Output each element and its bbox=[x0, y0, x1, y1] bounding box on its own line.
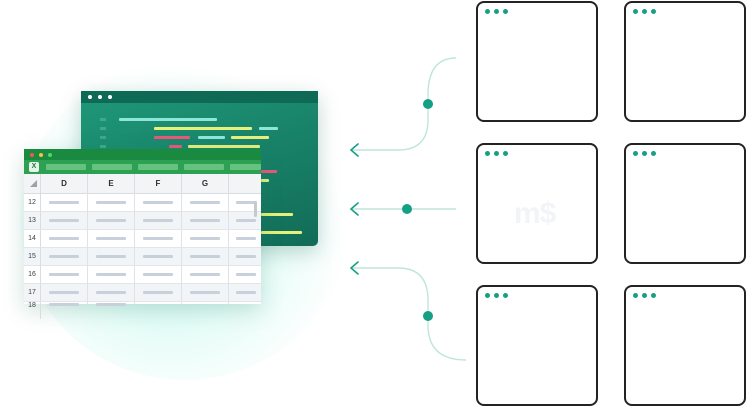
window-dots-icon bbox=[642, 9, 647, 14]
spreadsheet-window: X D E F G 12 13 14 15 16 17 18 bbox=[24, 149, 261, 319]
window-dots-icon bbox=[503, 9, 508, 14]
window-dots-icon bbox=[48, 153, 52, 157]
table-row: 16 bbox=[24, 266, 261, 284]
column-header-row: D E F G bbox=[24, 174, 261, 194]
browser-window-4 bbox=[624, 143, 746, 264]
row-number: 15 bbox=[24, 248, 41, 265]
window-dots-icon bbox=[485, 9, 490, 14]
browser-window-1 bbox=[476, 1, 598, 122]
table-row: 12 bbox=[24, 194, 261, 212]
window-dots-icon bbox=[494, 9, 499, 14]
table-row: 14 bbox=[24, 230, 261, 248]
window-dots-icon bbox=[30, 153, 34, 157]
code-editor-titlebar bbox=[81, 91, 318, 103]
window-dots-icon bbox=[633, 293, 638, 298]
row-number: 18 bbox=[24, 302, 41, 319]
window-dots-icon bbox=[642, 151, 647, 156]
window-dots-icon bbox=[108, 95, 112, 99]
window-dots-icon bbox=[494, 151, 499, 156]
row-number: 13 bbox=[24, 212, 41, 229]
vertical-scrollbar[interactable] bbox=[254, 201, 257, 217]
arrow-left-icon bbox=[349, 261, 359, 275]
row-number: 14 bbox=[24, 230, 41, 247]
browser-window-2 bbox=[624, 1, 746, 122]
background-watermark: m$ bbox=[514, 197, 556, 230]
table-row: 17 bbox=[24, 284, 261, 302]
connector-node-icon bbox=[423, 99, 433, 109]
window-dots-icon bbox=[651, 293, 656, 298]
select-all-corner[interactable] bbox=[24, 174, 41, 193]
window-dots-icon bbox=[88, 95, 92, 99]
table-row: 15 bbox=[24, 248, 261, 266]
window-dots-icon bbox=[503, 293, 508, 298]
connector-line-bottom bbox=[352, 267, 467, 361]
window-dots-icon bbox=[485, 293, 490, 298]
window-dots-icon bbox=[39, 153, 43, 157]
browser-window-3: m$ bbox=[476, 143, 598, 264]
window-dots-icon bbox=[642, 293, 647, 298]
window-dots-icon bbox=[503, 151, 508, 156]
column-header-g[interactable]: G bbox=[182, 174, 229, 193]
browser-window-6 bbox=[624, 285, 746, 406]
window-dots-icon bbox=[651, 151, 656, 156]
connector-node-icon bbox=[423, 311, 433, 321]
arrow-left-icon bbox=[349, 143, 359, 157]
column-header-f[interactable]: F bbox=[135, 174, 182, 193]
arrow-left-icon bbox=[349, 202, 359, 216]
window-dots-icon bbox=[651, 9, 656, 14]
connector-line-top bbox=[352, 57, 457, 151]
row-number: 17 bbox=[24, 284, 41, 301]
table-row: 13 bbox=[24, 212, 261, 230]
window-dots-icon bbox=[98, 95, 102, 99]
excel-icon: X bbox=[29, 162, 39, 172]
column-header-d[interactable]: D bbox=[41, 174, 88, 193]
table-row: 18 bbox=[24, 302, 261, 319]
spreadsheet-titlebar bbox=[24, 149, 261, 160]
window-dots-icon bbox=[633, 9, 638, 14]
window-dots-icon bbox=[485, 151, 490, 156]
row-number: 12 bbox=[24, 194, 41, 211]
window-dots-icon bbox=[633, 151, 638, 156]
column-header-e[interactable]: E bbox=[88, 174, 135, 193]
spreadsheet-ribbon: X bbox=[24, 160, 261, 174]
window-dots-icon bbox=[494, 293, 499, 298]
row-number: 16 bbox=[24, 266, 41, 283]
connector-node-icon bbox=[402, 204, 412, 214]
browser-window-5 bbox=[476, 285, 598, 406]
